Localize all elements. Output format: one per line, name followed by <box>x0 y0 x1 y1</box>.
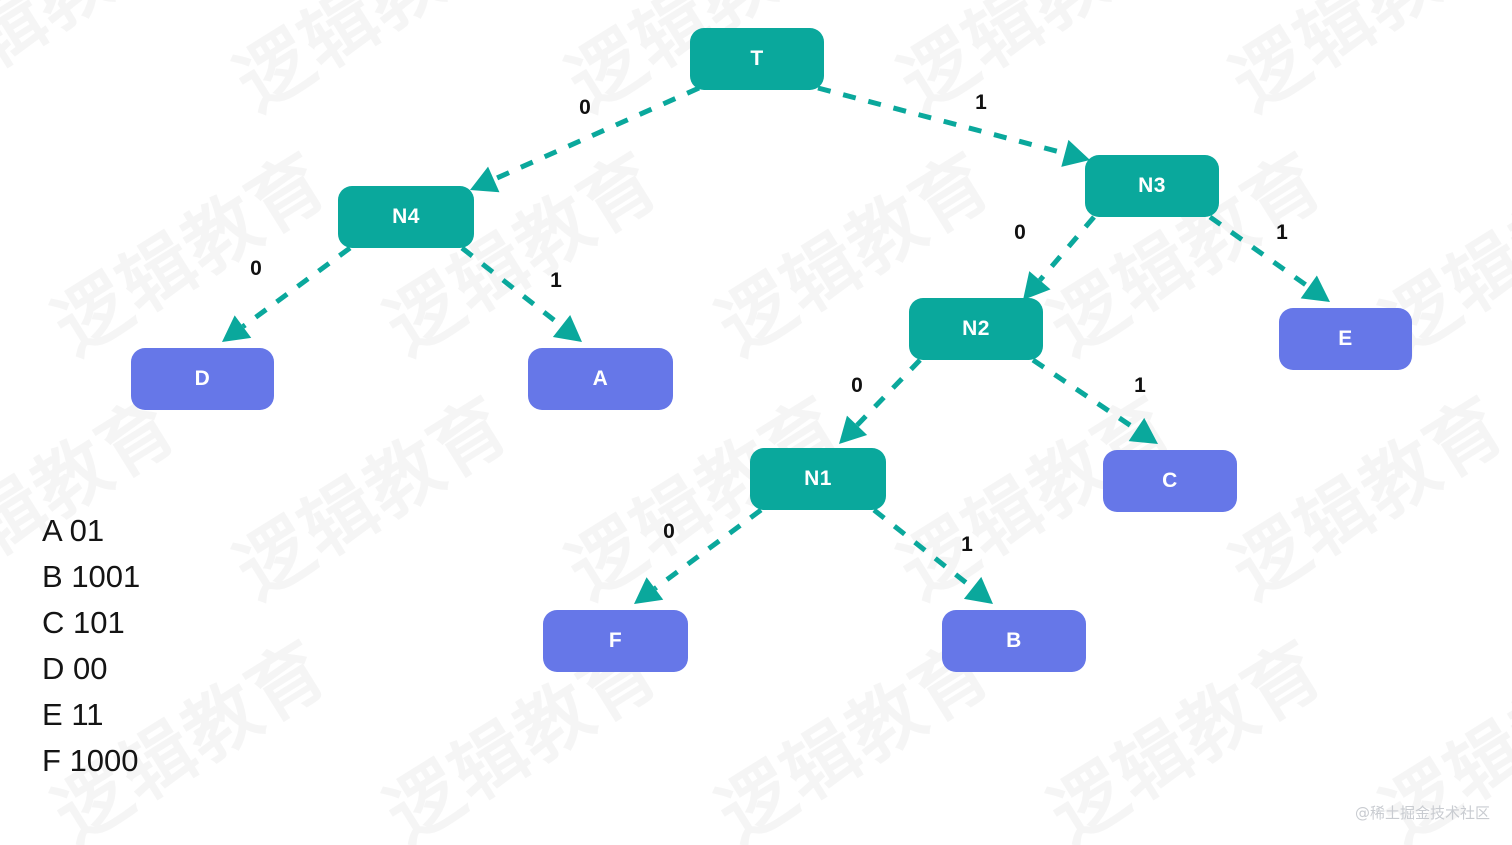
tree-node-d[interactable]: D <box>131 348 274 410</box>
code-symbol: B <box>42 559 63 594</box>
watermark-tile: 逻辑教育 <box>876 0 1191 131</box>
edge-n4-to-a <box>460 246 582 342</box>
watermark-tile: 逻辑教育 <box>0 123 13 375</box>
code-symbol: F <box>42 743 61 778</box>
watermark-tile: 逻辑教育 <box>0 611 13 845</box>
arrowhead-icon <box>634 577 664 604</box>
edge-label-n1-b: 1 <box>961 533 973 556</box>
code-row: E 11 <box>42 692 140 738</box>
edge-n3-to-e <box>1208 214 1330 302</box>
edge-label-n3-n2: 0 <box>1014 221 1026 244</box>
watermark-tile: 逻辑教育 <box>212 0 527 131</box>
arrowhead-icon <box>839 415 868 444</box>
code-bits: 01 <box>69 513 105 548</box>
edge-t-to-n3 <box>817 85 1090 167</box>
code-bits: 00 <box>73 651 108 686</box>
arrowhead-icon <box>1300 275 1330 302</box>
credit-watermark: @稀土掘金技术社区 <box>1354 804 1490 822</box>
code-row: F 1000 <box>42 738 140 784</box>
code-row: D 00 <box>42 646 140 692</box>
edge-label-t-n3: 1 <box>975 91 987 114</box>
code-symbol: D <box>42 651 65 686</box>
tree-node-f[interactable]: F <box>543 610 688 672</box>
arrowhead-icon <box>470 166 500 193</box>
arrowhead-icon <box>552 314 582 342</box>
tree-node-n3[interactable]: N3 <box>1085 155 1219 217</box>
edge-label-n1-f: 0 <box>663 520 675 543</box>
tree-node-b[interactable]: B <box>942 610 1086 672</box>
edge-n2-to-c <box>1031 357 1158 444</box>
tree-node-n1[interactable]: N1 <box>750 448 886 510</box>
edge-n4-to-d <box>222 245 352 342</box>
edge-label-n2-c: 1 <box>1134 374 1146 397</box>
code-symbol: C <box>42 605 65 640</box>
arrowhead-icon <box>222 315 252 342</box>
code-row: C 101 <box>42 600 140 646</box>
tree-node-n2[interactable]: N2 <box>909 298 1043 360</box>
arrowhead-icon <box>963 576 993 604</box>
edge-label-n3-e: 1 <box>1276 221 1288 244</box>
edge-label-t-n4: 0 <box>579 96 591 119</box>
code-bits: 1001 <box>71 559 141 594</box>
code-bits: 11 <box>71 697 104 732</box>
edge-label-n4-d: 0 <box>250 257 262 280</box>
edge-n1-to-b <box>872 508 993 604</box>
code-symbol: A <box>42 513 61 548</box>
edge-n3-to-n2 <box>1023 215 1096 300</box>
code-symbol: E <box>42 697 63 732</box>
watermark-tile: 逻辑教育 <box>0 0 195 131</box>
code-row: B 1001 <box>42 554 140 600</box>
watermark-tile: 逻辑教育 <box>1208 367 1512 619</box>
code-bits: 101 <box>73 605 125 640</box>
watermark-tile: 逻辑教育 <box>362 123 677 375</box>
tree-node-t[interactable]: T <box>690 28 824 90</box>
arrowhead-icon <box>1128 417 1158 444</box>
watermark-tile: 逻辑教育 <box>1208 0 1512 131</box>
edge-n1-to-f <box>634 507 763 604</box>
edge-n2-to-n1 <box>839 358 922 444</box>
code-bits: 1000 <box>69 743 139 778</box>
arrowhead-icon <box>1023 271 1051 300</box>
tree-node-c[interactable]: C <box>1103 450 1237 512</box>
code-row: A 01 <box>42 508 140 554</box>
edge-label-n2-n1: 0 <box>851 374 863 397</box>
watermark-tile: 逻辑教育 <box>30 123 345 375</box>
edge-label-n4-a: 1 <box>550 269 562 292</box>
tree-node-e[interactable]: E <box>1279 308 1412 370</box>
tree-node-n4[interactable]: N4 <box>338 186 474 248</box>
tree-node-a[interactable]: A <box>528 348 673 410</box>
